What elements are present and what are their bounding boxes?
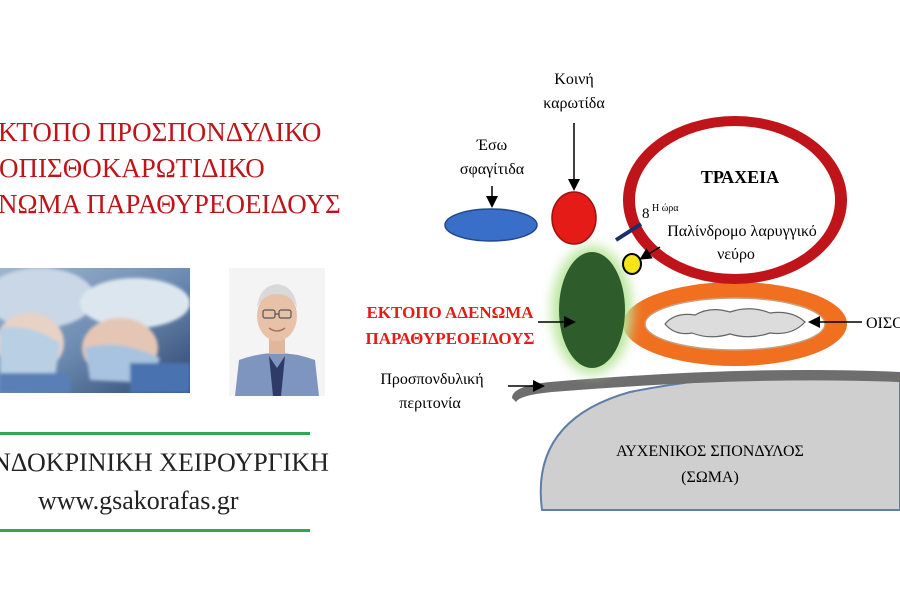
vertebra-label-1: ΑΥΧΕΝΙΚΟΣ ΣΠΟΝΔΥΛΟΣ (616, 443, 804, 460)
adenoma-label-2: ΠΑΡΑΘΥΡΕΟΕΙΔΟΥΣ (365, 329, 534, 348)
anatomy-diagram: Κοινή καρωτίδα Έσω σφαγίτιδα ΤΡΑΧΕΙΑ 8 Η… (365, 71, 900, 511)
doctor-portrait (229, 268, 325, 396)
jugular-label-1: Έσω (476, 137, 507, 154)
nerve-arrow (639, 246, 661, 260)
nerve-label-2: νεύρο (717, 246, 755, 263)
specialty-text: ΝΔΟΚΡΙΝΙΚΗ ΧΕΙΡΟΥΡΓΙΚΗ (0, 448, 329, 477)
vertebra-body (539, 372, 900, 511)
clock-number: 8 (642, 206, 650, 222)
fascia-label-2: περιτονία (399, 395, 461, 412)
green-rule-top (0, 432, 310, 435)
trachea-lumen (635, 126, 835, 274)
common-carotid (551, 191, 597, 245)
internal-jugular (444, 208, 538, 242)
recurrent-laryngeal-nerve (622, 253, 642, 275)
nerve-label-1: Παλίνδρομο λαρυγγικό (667, 223, 817, 240)
esophagus-mucosa (664, 308, 806, 338)
trachea-label: ΤΡΑΧΕΙΑ (701, 167, 779, 187)
fascia-label-1: Προσπονδυλική (380, 371, 483, 388)
clock-marker (614, 222, 643, 242)
carotid-label-1: Κοινή (554, 71, 593, 88)
carotid-label-2: καρωτίδα (543, 95, 605, 112)
prevertebral-fascia (512, 369, 900, 402)
clock-super: Η ώρα (652, 203, 679, 214)
title-line-2: ΟΠΙΣΘΟΚΑΡΩΤΙΔΙΚΟ (0, 153, 265, 183)
jugular-label-2: σφαγίτιδα (460, 161, 525, 178)
adenoma-label-1: ΕΚΤΟΠΟ ΑΔΕΝΩΜΑ (366, 303, 534, 322)
esophagus-label: ΟΙΣΟ (866, 315, 900, 332)
title-line-3: ΝΩΜΑ ΠΑΡΑΘΥΡΕΟΕΙΔΟΥΣ (0, 189, 341, 219)
surgeons-photo (0, 268, 190, 393)
green-rule-bottom (0, 529, 310, 532)
website-link[interactable]: www.gsakorafas.gr (38, 486, 239, 515)
ectopic-adenoma (559, 252, 625, 368)
vertebra-label-2: (ΣΩΜΑ) (681, 469, 739, 486)
title-line-1: ΚΤΟΠΟ ΠΡΟΣΠΟΝΔΥΛΙΚΟ (0, 117, 322, 147)
